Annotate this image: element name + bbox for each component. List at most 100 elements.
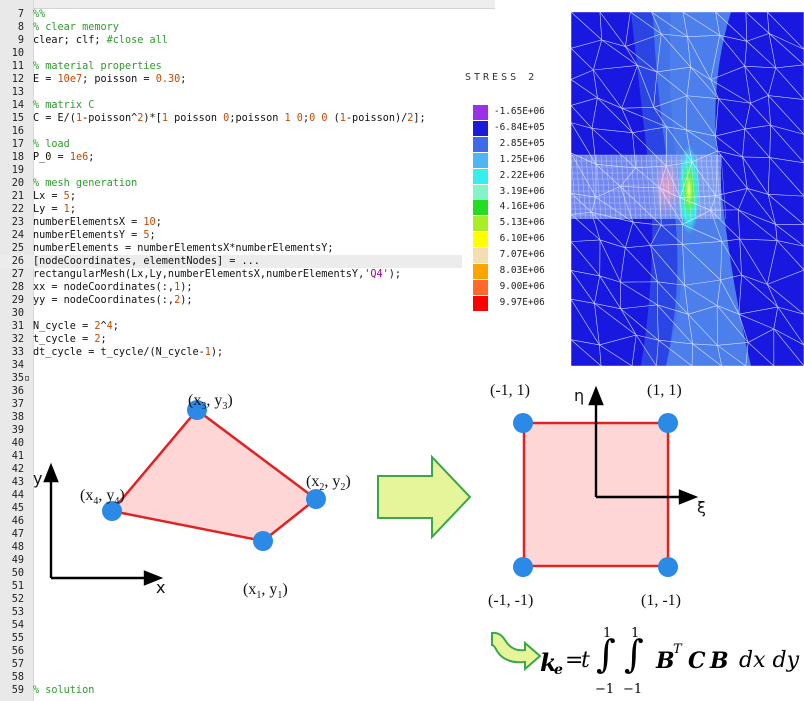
code-line[interactable]: 47 [0,528,804,541]
code-line[interactable]: 41 [0,450,804,463]
code-token: ; [149,230,156,241]
upper-limit-2: 1 [631,626,640,641]
code-number: 1e6 [69,152,89,163]
mesh-edge [768,95,771,126]
code-line[interactable]: 17% load [0,138,804,151]
fine-mesh-edge [635,154,642,220]
line-number: 19 [11,165,24,176]
mesh-edge [770,125,804,164]
code-line[interactable]: 57 [0,658,804,671]
mesh-edge [777,240,804,247]
line-number: 38 [11,412,24,423]
code-line[interactable]: 35▫ [0,372,804,385]
line-number: 46 [11,516,24,527]
x-axis-label: x [156,578,166,597]
code-line[interactable]: 52 [0,593,804,606]
code-line[interactable]: 59% solution [0,684,804,697]
code-line[interactable]: 30 [0,307,804,320]
mesh-edge [620,308,659,341]
code-token: C = E/( [33,113,76,124]
fine-mesh-edge [585,154,592,220]
code-line[interactable]: 20% mesh generation [0,177,804,190]
code-line[interactable]: 55 [0,632,804,645]
mesh-edge [599,239,621,283]
code-line[interactable]: 26[nodeCoordinates, elementNodes] = ... [0,255,462,268]
code-line[interactable]: 40 [0,437,804,450]
fold-marker-icon[interactable]: ▫ [24,373,31,384]
mesh-edge [599,334,637,346]
mesh-edge [601,39,638,66]
code-line[interactable]: 48 [0,541,804,554]
code-line[interactable]: 50 [0,567,804,580]
code-line[interactable]: 44 [0,489,804,502]
mesh-edge [718,98,746,130]
code-line[interactable]: 14% matrix C [0,99,804,112]
code-line[interactable]: 38 [0,411,804,424]
code-line[interactable]: 8% clear memory [0,21,804,34]
code-line[interactable]: 53 [0,606,804,619]
stress-contour-plot [571,12,804,366]
legend-swatch [473,120,488,136]
code-line[interactable]: 37 [0,398,804,411]
code-line[interactable]: 19 [0,164,804,177]
mesh-edge [625,12,631,47]
code-line[interactable]: 49 [0,554,804,567]
mesh-edge [687,36,711,80]
code-line[interactable]: 34 [0,359,804,372]
legend-value: 8.03E+06 [494,265,545,276]
code-line[interactable]: 46 [0,515,804,528]
line-number: 27 [11,269,24,280]
code-line[interactable]: 54 [0,619,804,632]
code-number: 0.30 [155,74,181,85]
code-comment: % material properties [33,61,162,72]
line-number: 30 [11,308,24,319]
mesh-edge [742,156,770,158]
formula-k-subscript: e [554,662,563,678]
code-line[interactable]: 51 [0,580,804,593]
mesh-edge [680,195,716,199]
code-line[interactable]: 11% material properties [0,60,804,73]
mesh-edge [768,33,804,50]
code-number: 2 [94,321,101,332]
mesh-edge [597,97,622,109]
code-line[interactable]: 58 [0,671,804,684]
code-line[interactable]: 13 [0,86,804,99]
mesh-edge [657,281,689,315]
mesh-edge [766,284,779,308]
mesh-edge [621,65,638,109]
code-number: 0 [223,113,230,124]
code-line[interactable]: 7%% [0,8,804,21]
code-line[interactable]: 39 [0,424,804,437]
code-line[interactable]: 56 [0,645,804,658]
mapping-arrow [377,454,472,540]
code-line[interactable]: 16 [0,125,804,138]
mesh-edge [595,164,621,187]
code-line[interactable]: 43 [0,476,804,489]
fine-mesh-edge [615,154,622,220]
mesh-edge [744,65,769,96]
code-line[interactable]: 36 [0,385,804,398]
legend-swatch [473,264,488,279]
mesh-edge [571,69,594,80]
code-line[interactable]: 10 [0,47,804,60]
line-number: 47 [11,529,24,540]
line-number: 23 [11,217,24,228]
code-line[interactable]: 45 [0,502,804,515]
code-line[interactable]: 42 [0,463,804,476]
